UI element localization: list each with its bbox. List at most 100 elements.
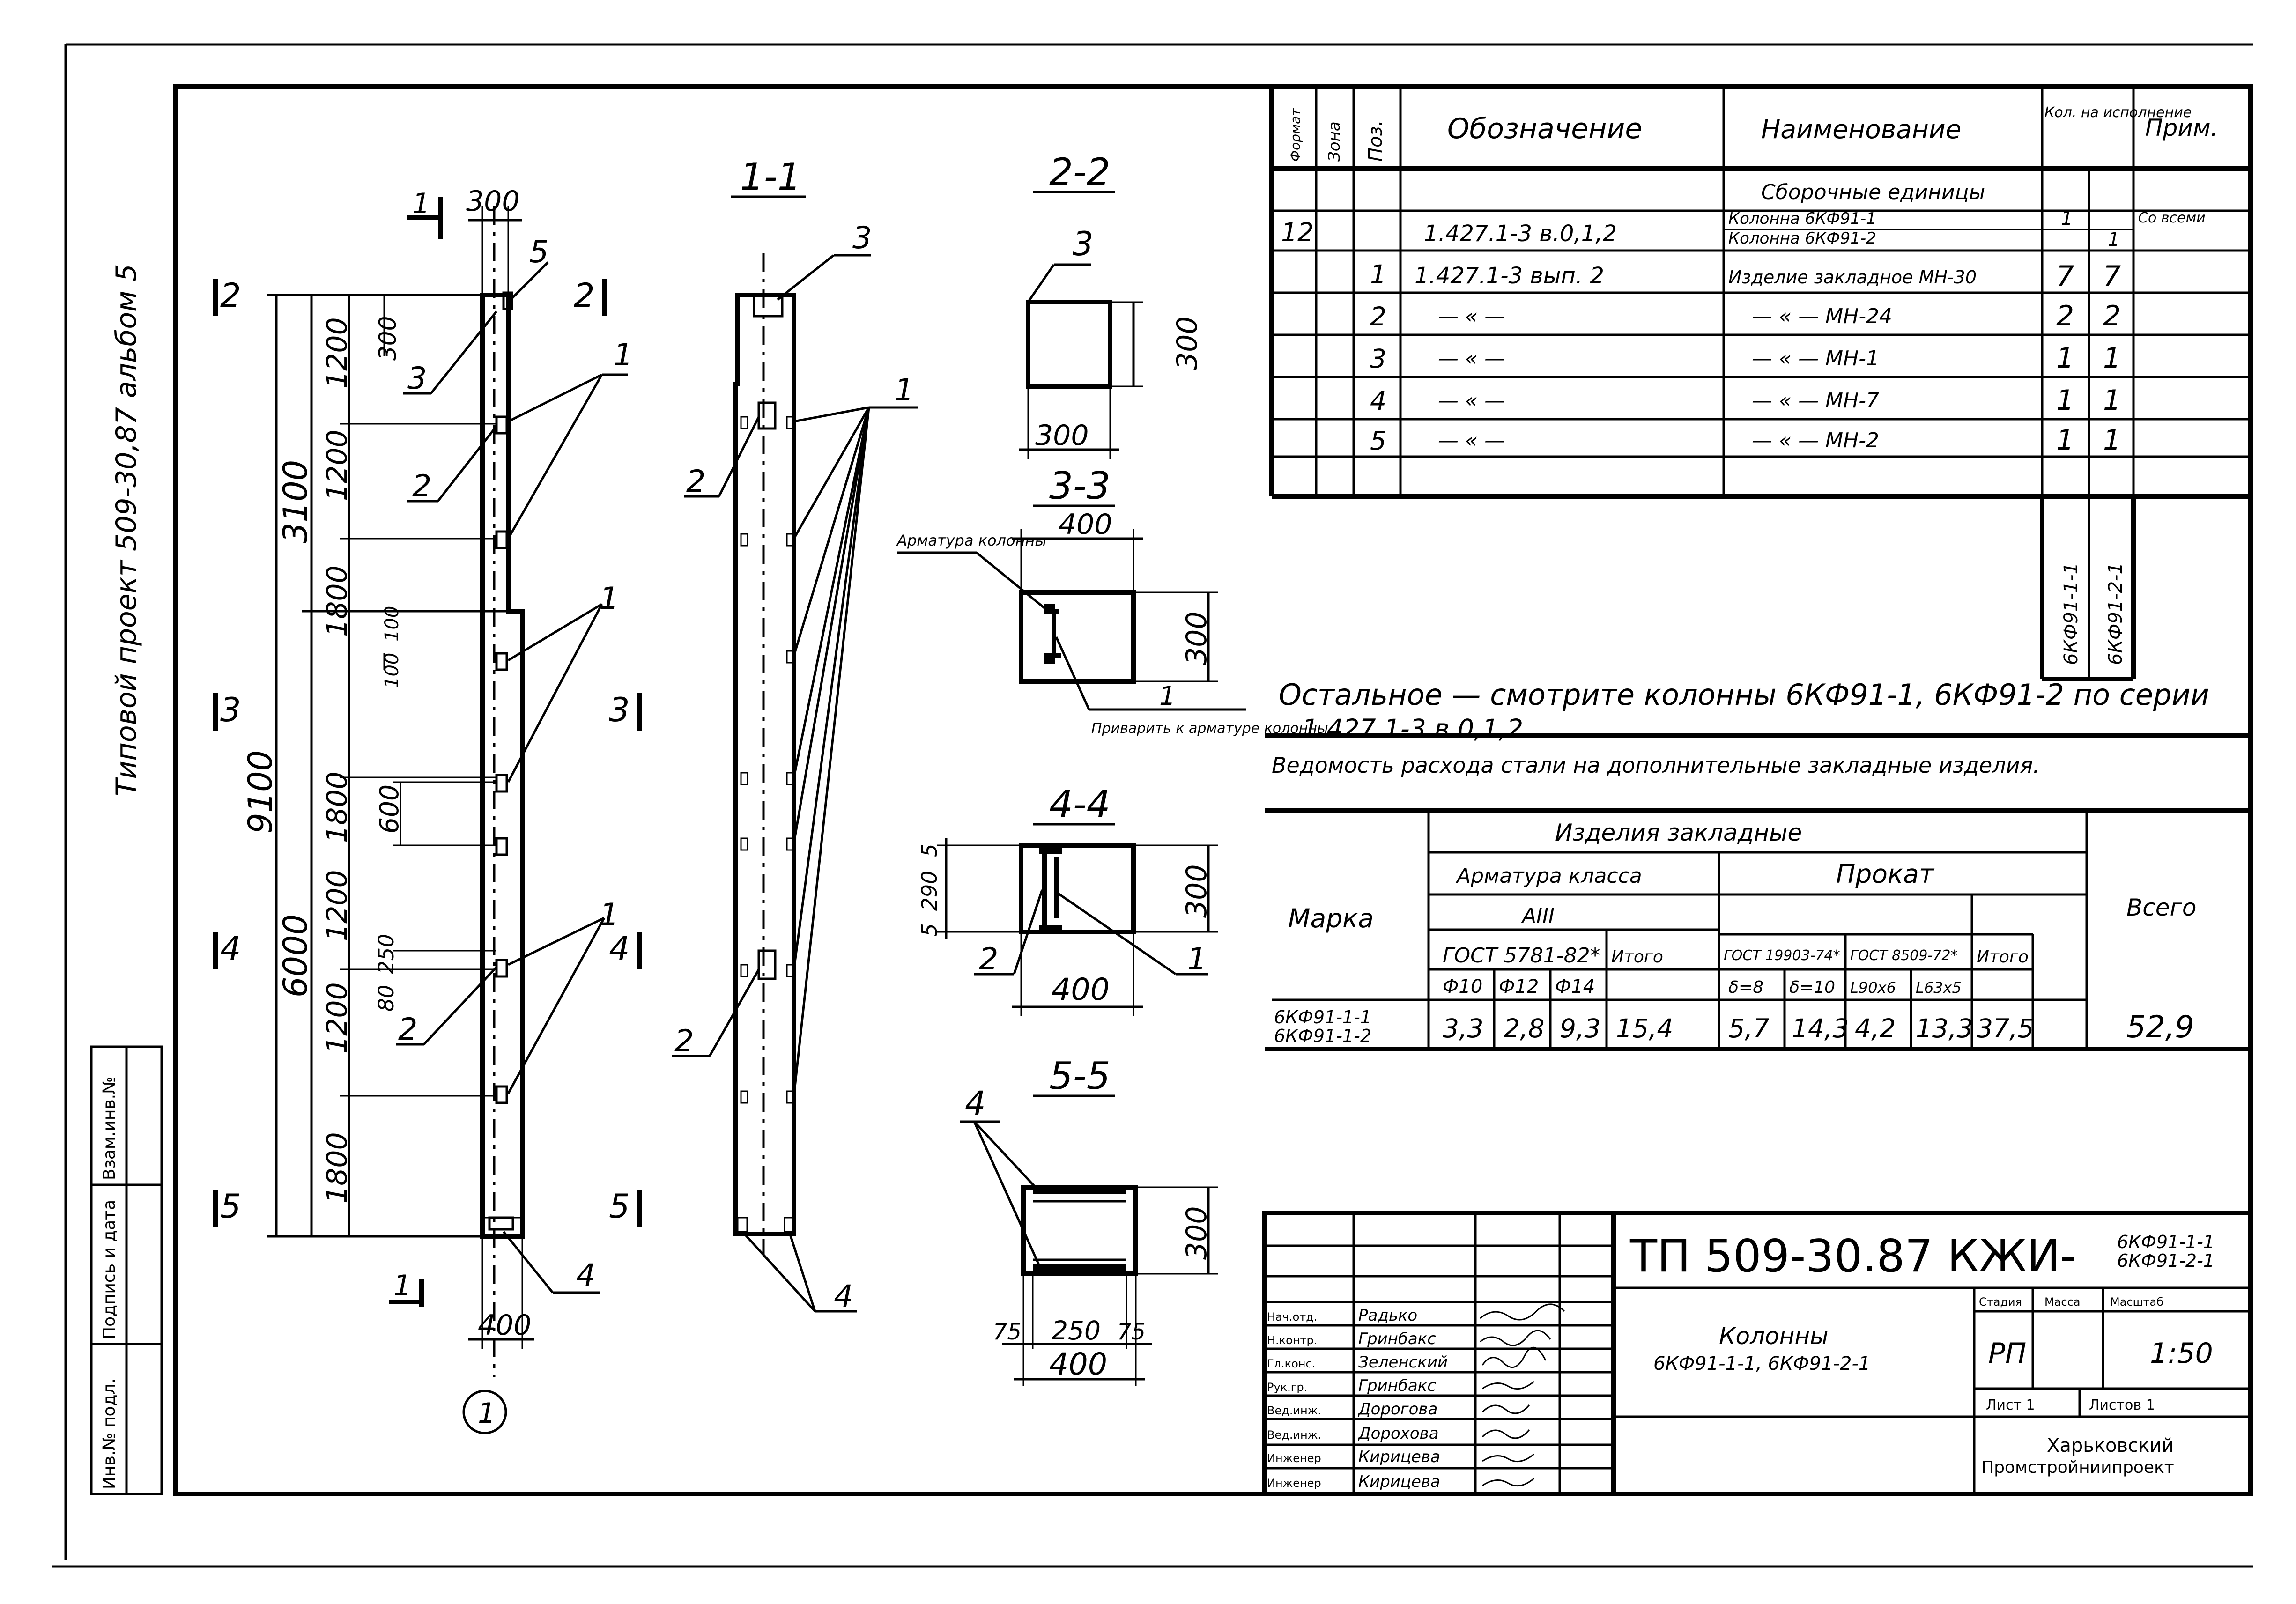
elev-sec-mark-3-left: 3 (220, 691, 241, 729)
elev-dim-inner-3: 1800 (321, 565, 354, 637)
tb-mass-h: Масса (2044, 1295, 2081, 1308)
side-box-replace: Взам.инв.№ (100, 1076, 119, 1180)
tb-person-3-role: Рук.гр. (1267, 1381, 1307, 1394)
steel-v-f12: 2,8 (1504, 1013, 1544, 1043)
sec11-callout-4: 4 (834, 1279, 853, 1314)
elev-width-bottom: 400 (478, 1309, 532, 1342)
sec33-note-left: Арматура колонны (896, 532, 1047, 549)
steel-h-gost1: ГОСТ 5781-82* (1443, 944, 1600, 968)
column-elevation: 300 400 1 1 1 2 2 3 3 4 4 5 5 (213, 185, 642, 1434)
spec-r3-designation: — « — (1438, 347, 1505, 370)
elev-dim-small-100a: 100 (381, 653, 403, 688)
spec-r0-designation: 1.427.1-3 в.0,1,2 (1424, 221, 1617, 247)
elev-dim-inner-6: 1200 (321, 982, 354, 1054)
elev-dim-9100: 9100 (241, 750, 280, 834)
tb-person-5-name: Дорохова (1357, 1424, 1439, 1443)
section-1-1: 1-1 3 1 2 2 (672, 155, 918, 1314)
tb-stage: РП (1988, 1337, 2026, 1370)
steel-v-itogo1: 15,4 (1616, 1013, 1673, 1043)
spec-h-qty: Кол. на исполнение (2044, 104, 2192, 121)
tb-scale-h: Масштаб (2110, 1295, 2163, 1308)
sec11-title: 1-1 (740, 155, 801, 199)
elev-dim-inner-1: 1200 (321, 317, 354, 389)
steel-h-total: Всего (2126, 894, 2196, 921)
spec-r2-designation: — « — (1438, 304, 1505, 328)
elev-callout-1-c: 1 (600, 897, 619, 932)
steel-v-total: 52,9 (2126, 1010, 2194, 1045)
elev-marker-bottom: 1 (393, 1269, 411, 1302)
steel-col-l63: L63х5 (1916, 979, 1962, 997)
spec-r0-name: Колонна 6КФ91-1 (1728, 209, 1876, 228)
tb-person-1-role: Н.контр. (1267, 1334, 1317, 1347)
spec-r5-designation: — « — (1438, 429, 1505, 452)
tb-org2: Промстройниипроект (1981, 1458, 2174, 1477)
sec33-title: 3-3 (1049, 464, 1111, 508)
steel-v-d10: 14,3 (1792, 1013, 1849, 1043)
sec44-dim-5a: 5 (917, 843, 942, 857)
elev-sec-mark-2-left: 2 (220, 276, 241, 315)
spec-r3-pos: 3 (1370, 344, 1386, 374)
elev-callout-5: 5 (529, 235, 548, 270)
spec-r5-pos: 5 (1370, 426, 1386, 456)
spec-r3-q1: 1 (2056, 342, 2074, 375)
steel-col-l90: L90х6 (1850, 979, 1896, 997)
tb-person-7-name: Кирицева (1358, 1472, 1440, 1491)
spec-r3-q2: 1 (2103, 342, 2121, 375)
spec-r2-pos: 2 (1370, 302, 1386, 332)
steel-v-l90: 4,2 (1855, 1013, 1896, 1043)
elev-dim-3100: 3100 (276, 460, 315, 543)
spec-r2-name: — « — МН-24 (1752, 304, 1892, 328)
title-block: Нач.отд. Радько Н.контр. Гринбакс Гл.кон… (1262, 1211, 2253, 1496)
sec22-width: 300 (1035, 419, 1089, 452)
elev-sec-mark-4-right: 4 (609, 930, 630, 968)
sec33-callout: 1 (1159, 681, 1176, 711)
tb-code-mark-1: 6КФ91-1-1 (2117, 1232, 2215, 1252)
spec-r1-q2: 7 (2103, 260, 2121, 293)
spec-r5-q2: 1 (2103, 424, 2121, 457)
steel-col-d10: δ=10 (1789, 978, 1835, 997)
side-project-text: Типовой проект 509-30,87 альбом 5 (110, 264, 143, 796)
section-3-3: 3-3 400 300 Арматура колонны 1 Приварить… (896, 464, 1328, 737)
tb-person-6-role: Инженер (1267, 1452, 1321, 1465)
sec44-dim-5b: 5 (917, 923, 942, 937)
tb-sheets: Листов 1 (2089, 1397, 2155, 1413)
elev-dim-small-300: 300 (374, 316, 401, 361)
side-box-inv: Инв.№ подл. (100, 1378, 119, 1489)
sec22-height: 300 (1171, 316, 1204, 370)
elev-sec-mark-4-left: 4 (220, 930, 241, 968)
elev-dim-small-600: 600 (374, 784, 404, 834)
spec-r1-q1: 7 (2056, 260, 2074, 293)
elev-sec-mark-5-left: 5 (220, 1187, 241, 1226)
spec-table: Формат Зона Поз. Обозначение Наименовани… (1269, 87, 2251, 681)
side-stamp: Типовой проект 509-30,87 альбом 5 Инв.№ … (90, 264, 163, 1495)
sec55-dim-75b: 75 (1117, 1319, 1146, 1345)
sec55-height: 300 (1180, 1206, 1213, 1260)
tb-person-0-role: Нач.отд. (1267, 1310, 1317, 1323)
steel-table: Ведомость расхода стали на дополнительны… (1265, 733, 2251, 1051)
spec-r1-designation: 1.427.1-3 вып. 2 (1415, 263, 1604, 289)
tb-sheet: Лист 1 (1986, 1397, 2035, 1413)
steel-v-d8: 5,7 (1728, 1013, 1769, 1043)
steel-h-itogo-2: Итого (1977, 947, 2029, 967)
sec22-callout: 3 (1073, 225, 1094, 263)
steel-h-armatura: Арматура класса (1455, 864, 1642, 888)
steel-col-f14: Ф14 (1555, 976, 1595, 998)
sec11-callout-2-bottom: 2 (674, 1024, 694, 1059)
elev-dim-small-100b: 100 (381, 606, 403, 642)
tb-code: ТП 509-30.87 КЖИ- (1629, 1231, 2076, 1282)
tb-person-4-name: Дорогова (1357, 1400, 1437, 1419)
spec-h-designation: Обозначение (1447, 112, 1642, 145)
elev-sec-mark-5-right: 5 (609, 1187, 630, 1226)
spec-r3-name: — « — МН-1 (1752, 347, 1879, 370)
spec-r0-name2: Колонна 6КФ91-2 (1728, 229, 1876, 248)
spec-variant-1: 6КФ91-1-1 (2060, 562, 2082, 665)
elev-marker-top: 1 (412, 187, 430, 220)
sec11-callout-1: 1 (895, 373, 914, 408)
steel-h-group: Изделия закладные (1555, 819, 1802, 846)
spec-r4-name: — « — МН-7 (1752, 389, 1879, 413)
spec-r5-name: — « — МН-2 (1752, 429, 1879, 452)
tb-stage-h: Стадия (1979, 1295, 2022, 1308)
note-line-2: 1.427.1-3 в.0,1,2. (1302, 714, 1532, 744)
tb-person-6-name: Кирицева (1358, 1448, 1440, 1466)
